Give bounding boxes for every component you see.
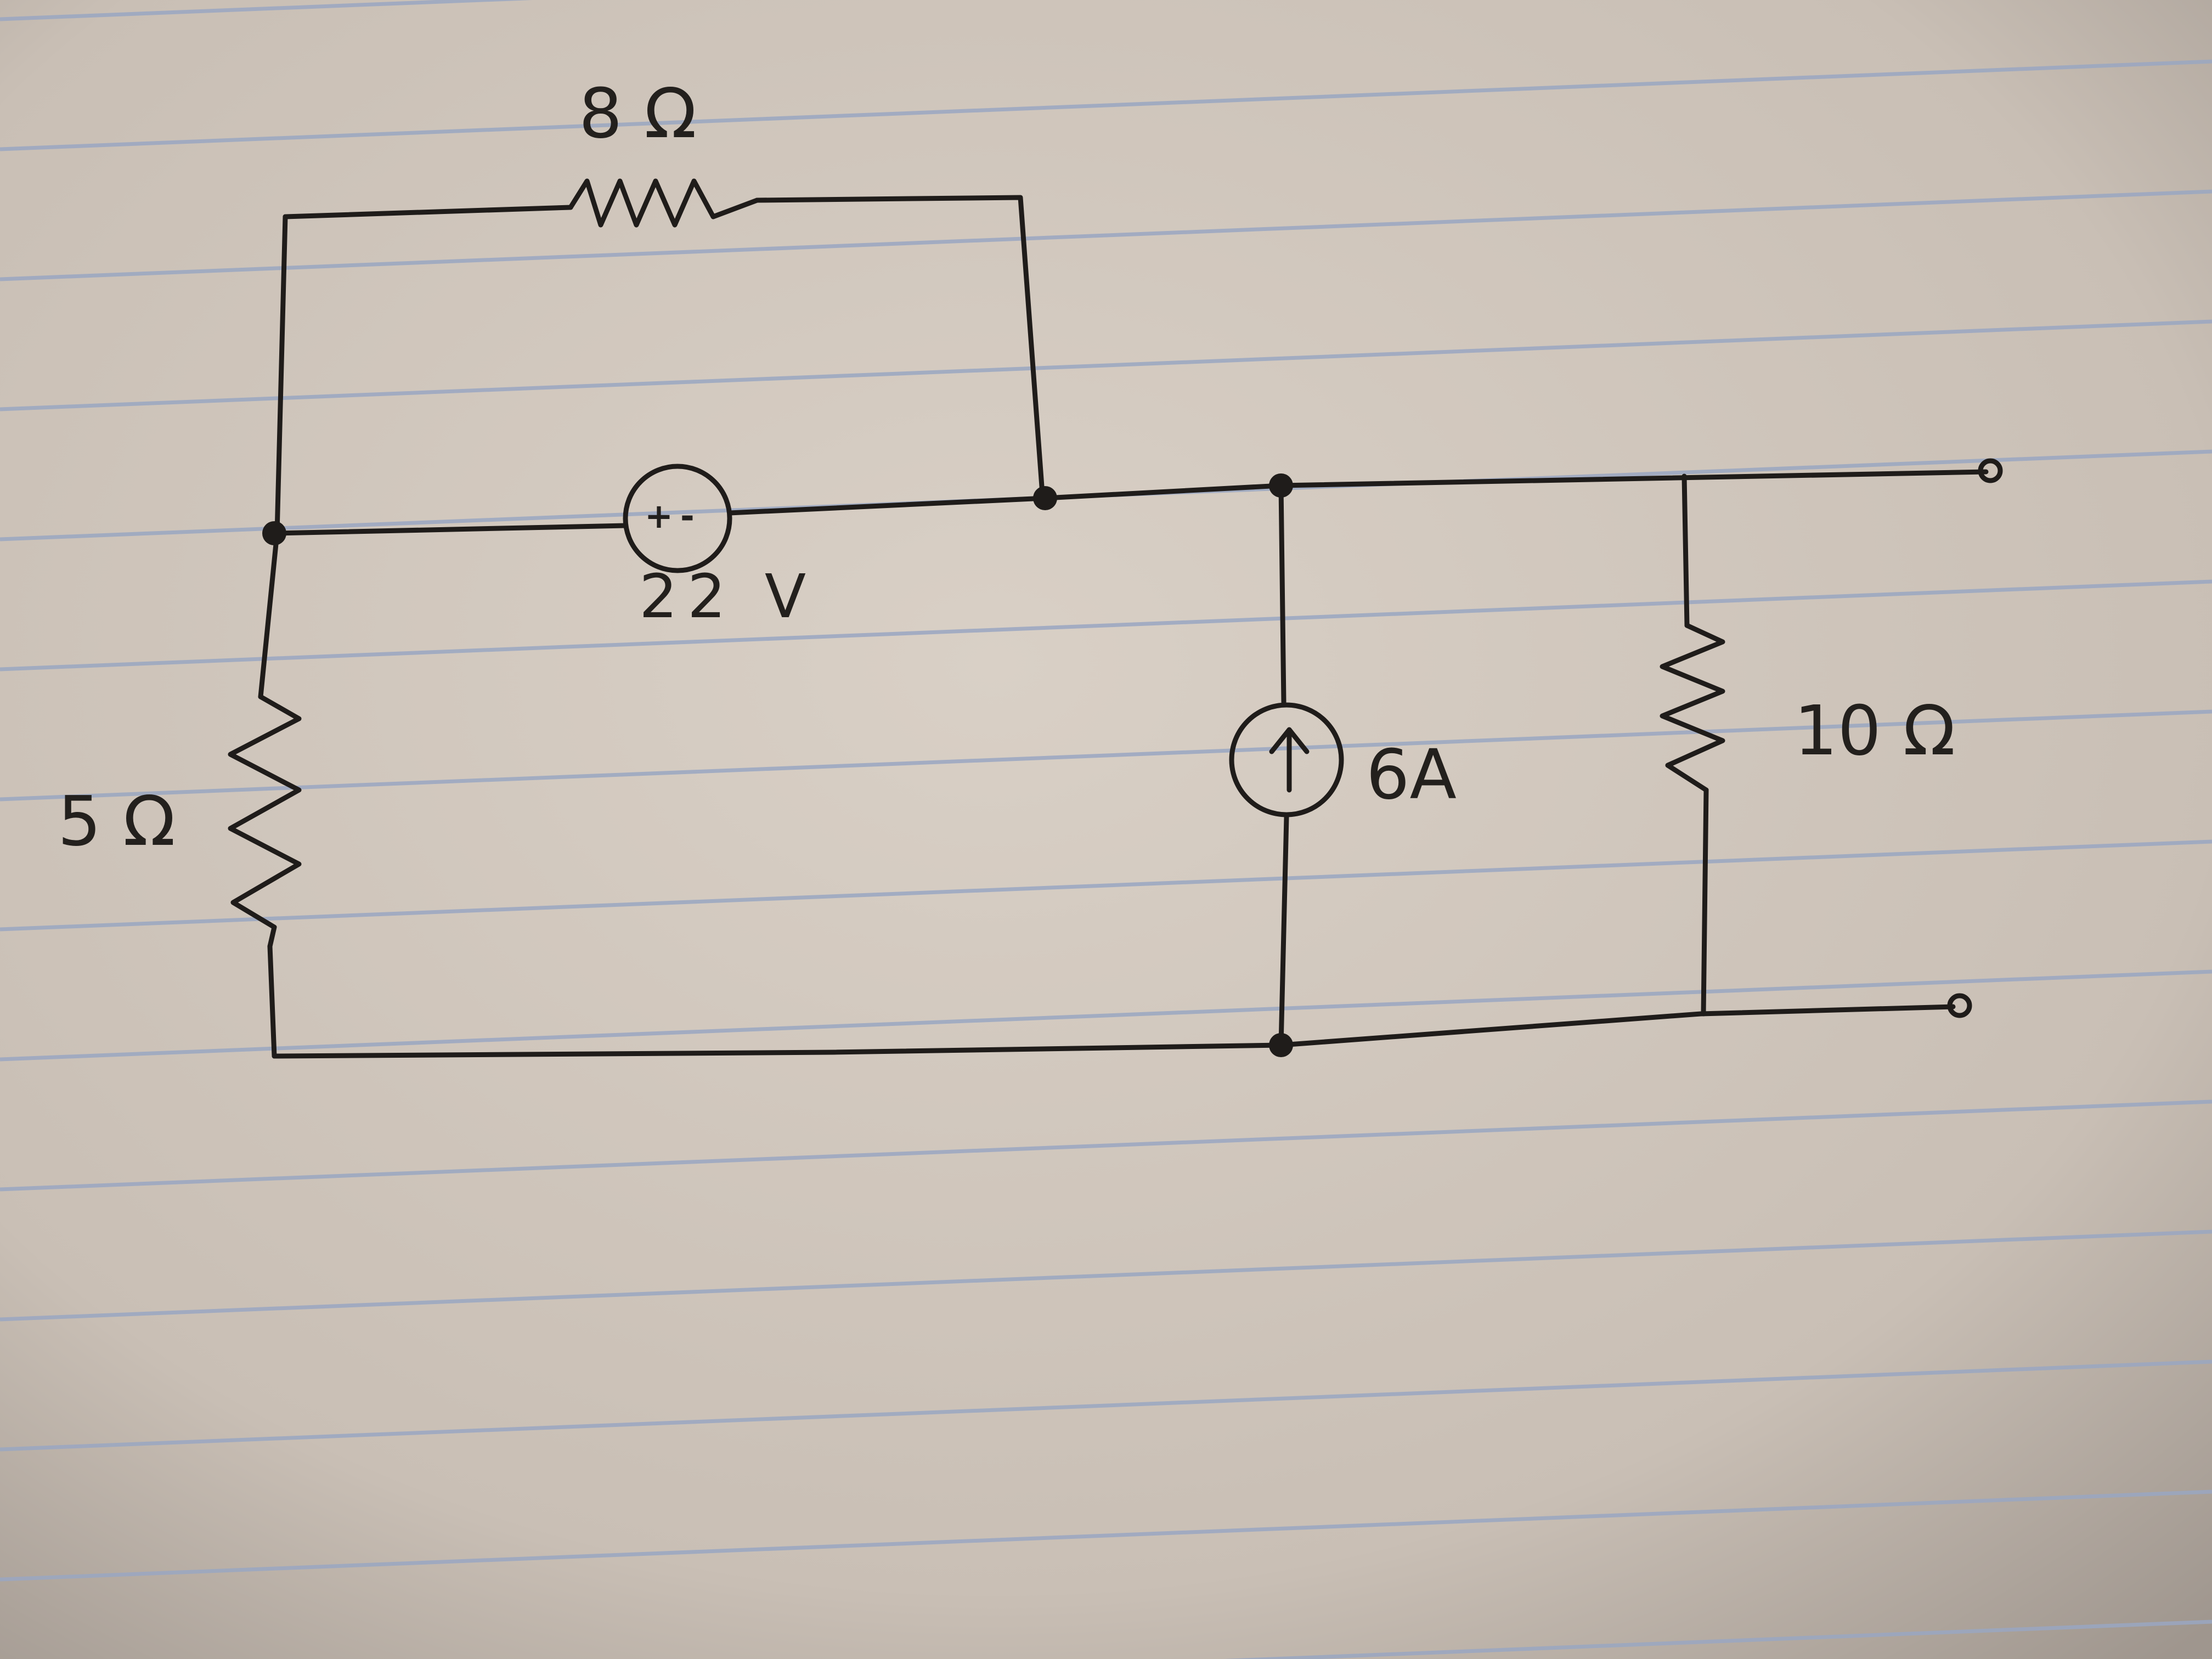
rule-line xyxy=(0,1099,2212,1192)
rule-line xyxy=(0,59,2212,151)
terminal-bottom xyxy=(1947,993,1972,1018)
resistor-10-ohm xyxy=(1660,623,1725,793)
rule-line xyxy=(0,709,2212,802)
rule-line xyxy=(0,1359,2212,1452)
junction-dot xyxy=(1269,473,1293,498)
junction-dots xyxy=(262,473,1293,1057)
junction-dot xyxy=(262,521,286,545)
label-5-ohm: 5 Ω xyxy=(58,782,176,861)
voltage-minus-sign: - xyxy=(680,496,695,536)
rule-line xyxy=(0,579,2212,672)
voltage-plus-sign: + xyxy=(645,496,673,536)
label-10-ohm: 10 Ω xyxy=(1794,691,1955,771)
rule-line xyxy=(0,969,2212,1062)
rule-line xyxy=(0,189,2212,281)
rule-line xyxy=(0,0,533,21)
rule-line xyxy=(0,839,2212,932)
rule-line xyxy=(1223,1620,2212,1659)
current-source-circle xyxy=(1229,702,1344,817)
resistor-5-ohm xyxy=(228,694,302,949)
junction-dot xyxy=(1269,1033,1293,1057)
voltage-source-circle xyxy=(623,464,732,573)
rule-line xyxy=(0,1489,2212,1582)
terminal-top xyxy=(1978,458,2003,483)
resistor-8-ohm xyxy=(568,178,760,228)
current-source xyxy=(1229,702,1344,817)
label-22-volt: 22 V xyxy=(639,561,816,631)
rule-line xyxy=(0,1229,2212,1322)
label-8-ohm: 8 Ω xyxy=(579,74,697,154)
label-6-amp: 6A xyxy=(1366,735,1457,815)
junction-dot xyxy=(1033,486,1057,510)
arrow-up-icon xyxy=(1269,727,1310,793)
voltage-source: + - xyxy=(623,464,732,573)
rule-line xyxy=(0,319,2212,411)
